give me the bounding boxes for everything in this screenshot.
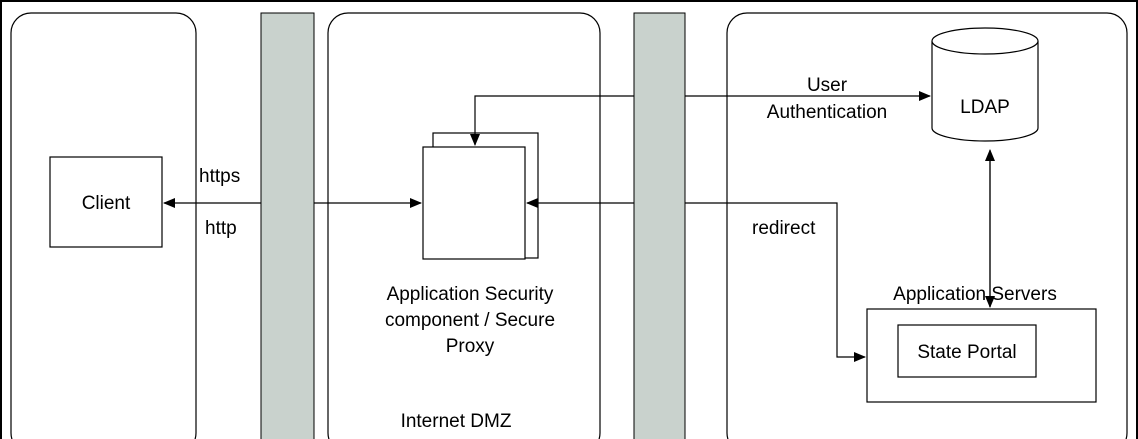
proxy-box-front xyxy=(422,146,526,260)
https-label: https xyxy=(199,166,240,187)
client-box xyxy=(49,156,163,248)
client-label: Client xyxy=(82,193,131,214)
http-label: http xyxy=(205,218,237,239)
redirect-label: redirect xyxy=(752,218,816,239)
ldap-label: LDAP xyxy=(960,97,1010,118)
dmz-label: Internet DMZ xyxy=(401,411,512,432)
user-auth-label-line1: User xyxy=(807,75,848,96)
proxy-label-line2: component / Secure xyxy=(385,310,555,331)
firewall-right xyxy=(633,12,686,439)
proxy-label-line1: Application Security xyxy=(387,284,554,305)
ldap-cylinder xyxy=(931,27,1039,142)
user-auth-label-line2: Authentication xyxy=(767,102,887,123)
firewall-left xyxy=(260,12,315,439)
redirect-arrow xyxy=(685,202,866,362)
state-portal-label: State Portal xyxy=(917,342,1016,363)
app-servers-label: Application Servers xyxy=(893,284,1057,305)
state-portal-box xyxy=(897,324,1037,378)
auth-return-arrow xyxy=(470,95,634,146)
proxy-label-line3: Proxy xyxy=(446,336,495,357)
